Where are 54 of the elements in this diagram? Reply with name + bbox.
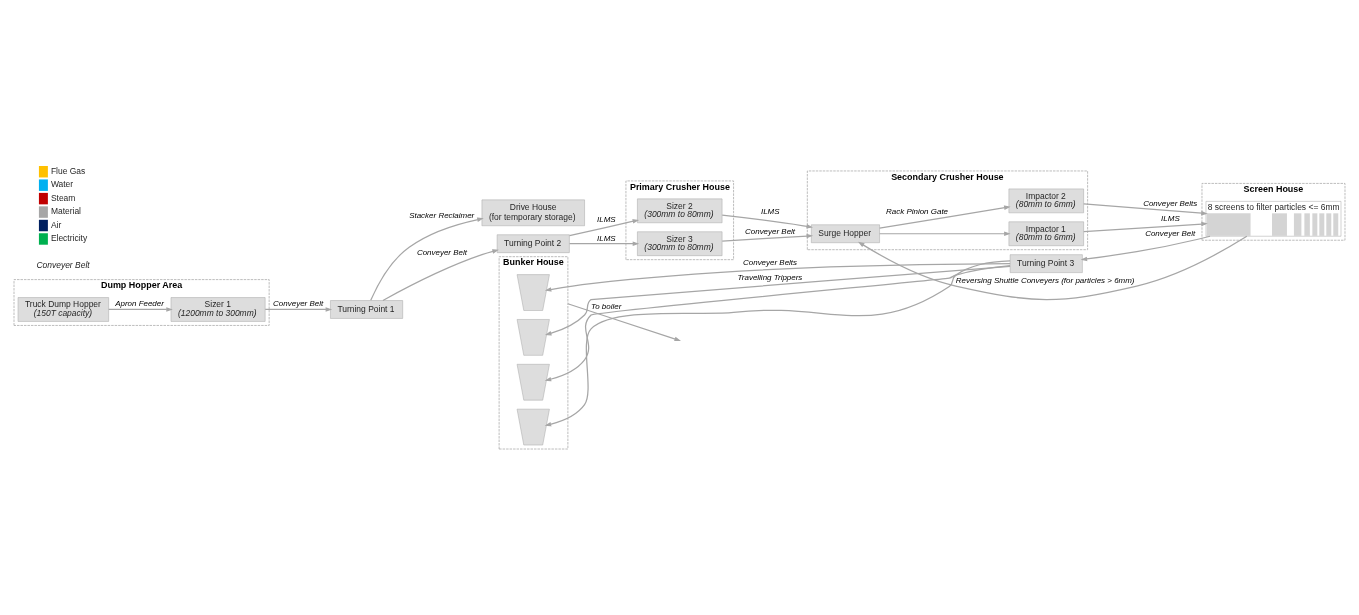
arrow xyxy=(879,231,1011,237)
cluster: Bunker House xyxy=(498,256,569,450)
arrow xyxy=(1080,235,1211,262)
edge-label: Conveyer Belt xyxy=(1145,229,1196,239)
node-box: Impactor 2 (80mm to 6mm) xyxy=(1008,188,1084,214)
arrow xyxy=(544,265,1011,382)
edge-label: Apron Feeder xyxy=(115,299,164,309)
arrow xyxy=(721,214,813,229)
edge-label: ILMS xyxy=(597,214,616,224)
arrow xyxy=(858,235,1248,301)
edge-label: Conveyer Belts xyxy=(1143,198,1198,208)
node-box: Sizer 2 (300mm to 80mm) xyxy=(637,198,723,224)
edge-label: Reversing Shuttle Conveyers (for particles > 6mm) xyxy=(955,275,1135,285)
edge-label: ILMS xyxy=(760,207,780,217)
arrow xyxy=(567,303,681,342)
node-box: Surge Hopper xyxy=(811,224,880,243)
legend-label: Material xyxy=(50,206,82,217)
arrow xyxy=(264,307,333,312)
edge-label: Conveyer Belt xyxy=(745,226,796,236)
arrow xyxy=(544,260,1011,427)
node-box: Turning Point 2 xyxy=(496,234,570,253)
edge-label: Rack Pinion Gate xyxy=(886,207,949,217)
arrow xyxy=(382,249,499,302)
arrow xyxy=(1083,221,1208,233)
node-box: Sizer 1 (1200mm to 300mm) xyxy=(170,297,266,322)
edge-label: Conveyer Belts xyxy=(743,258,798,268)
node-box: Turning Point 1 xyxy=(330,300,403,319)
legend-label: Electricity xyxy=(50,233,88,244)
arrow xyxy=(568,241,640,246)
legend-label: Water xyxy=(50,179,74,190)
edge-label: Conveyer Belt xyxy=(273,299,324,309)
arrow xyxy=(568,219,640,237)
node-box: Turning Point 3 xyxy=(1009,254,1083,273)
arrow xyxy=(879,205,1011,229)
arrow xyxy=(544,262,1011,292)
legend-label: Steam xyxy=(50,192,76,203)
legend-label: Flue Gas xyxy=(50,165,86,176)
arrow xyxy=(544,265,1011,336)
label: Conveyer Belt xyxy=(36,260,90,271)
node-box: Impactor 1 (80mm to 6mm) xyxy=(1008,221,1084,246)
edge-label: Stacker Reclaimer xyxy=(409,210,475,220)
node-box: Drive House (for temporary storage) xyxy=(481,199,585,227)
node-box: Truck Dump Hopper (150T capacity) xyxy=(17,297,109,322)
edge-label: ILMS xyxy=(1161,214,1180,224)
arrow xyxy=(370,217,484,301)
node-box: Sizer 3 (300mm to 80mm) xyxy=(637,231,723,256)
arrow xyxy=(721,233,814,242)
edge-label: ILMS xyxy=(597,233,616,243)
arrow xyxy=(108,307,173,312)
arrow xyxy=(1083,203,1208,216)
edge-label: Travelling Trippers xyxy=(737,272,803,282)
legend-label: Air xyxy=(50,219,62,230)
edge-label: Conveyer Belt xyxy=(416,248,467,258)
edge-label: To boiler xyxy=(591,302,622,312)
